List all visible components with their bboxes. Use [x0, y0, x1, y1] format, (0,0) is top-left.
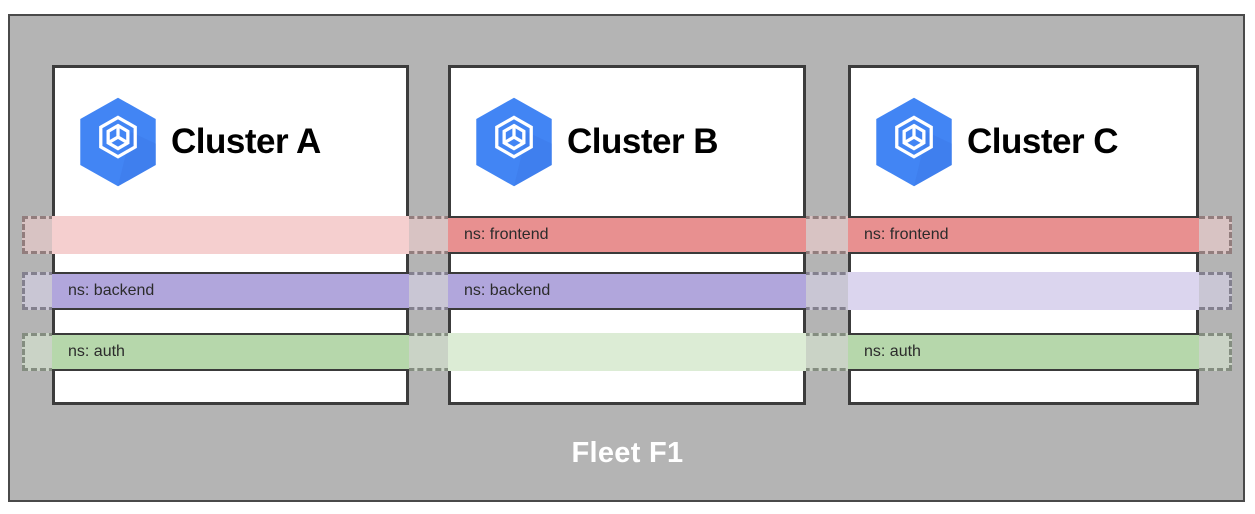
cluster-title-c: Cluster C: [967, 122, 1119, 161]
cluster-card-a[interactable]: Cluster A: [52, 65, 409, 405]
cluster-header-a: Cluster A: [55, 68, 406, 216]
fleet-label: Fleet F1: [571, 437, 684, 469]
gke-cluster-icon: [876, 97, 952, 187]
cluster-card-b[interactable]: Cluster B: [448, 65, 806, 405]
gke-cluster-icon: [80, 97, 156, 187]
gke-cluster-icon: [476, 97, 552, 187]
cluster-title-a: Cluster A: [171, 122, 321, 161]
cluster-header-b: Cluster B: [451, 68, 803, 216]
cluster-title-b: Cluster B: [567, 122, 719, 161]
cluster-card-c[interactable]: Cluster C: [848, 65, 1199, 405]
cluster-header-c: Cluster C: [851, 68, 1196, 216]
